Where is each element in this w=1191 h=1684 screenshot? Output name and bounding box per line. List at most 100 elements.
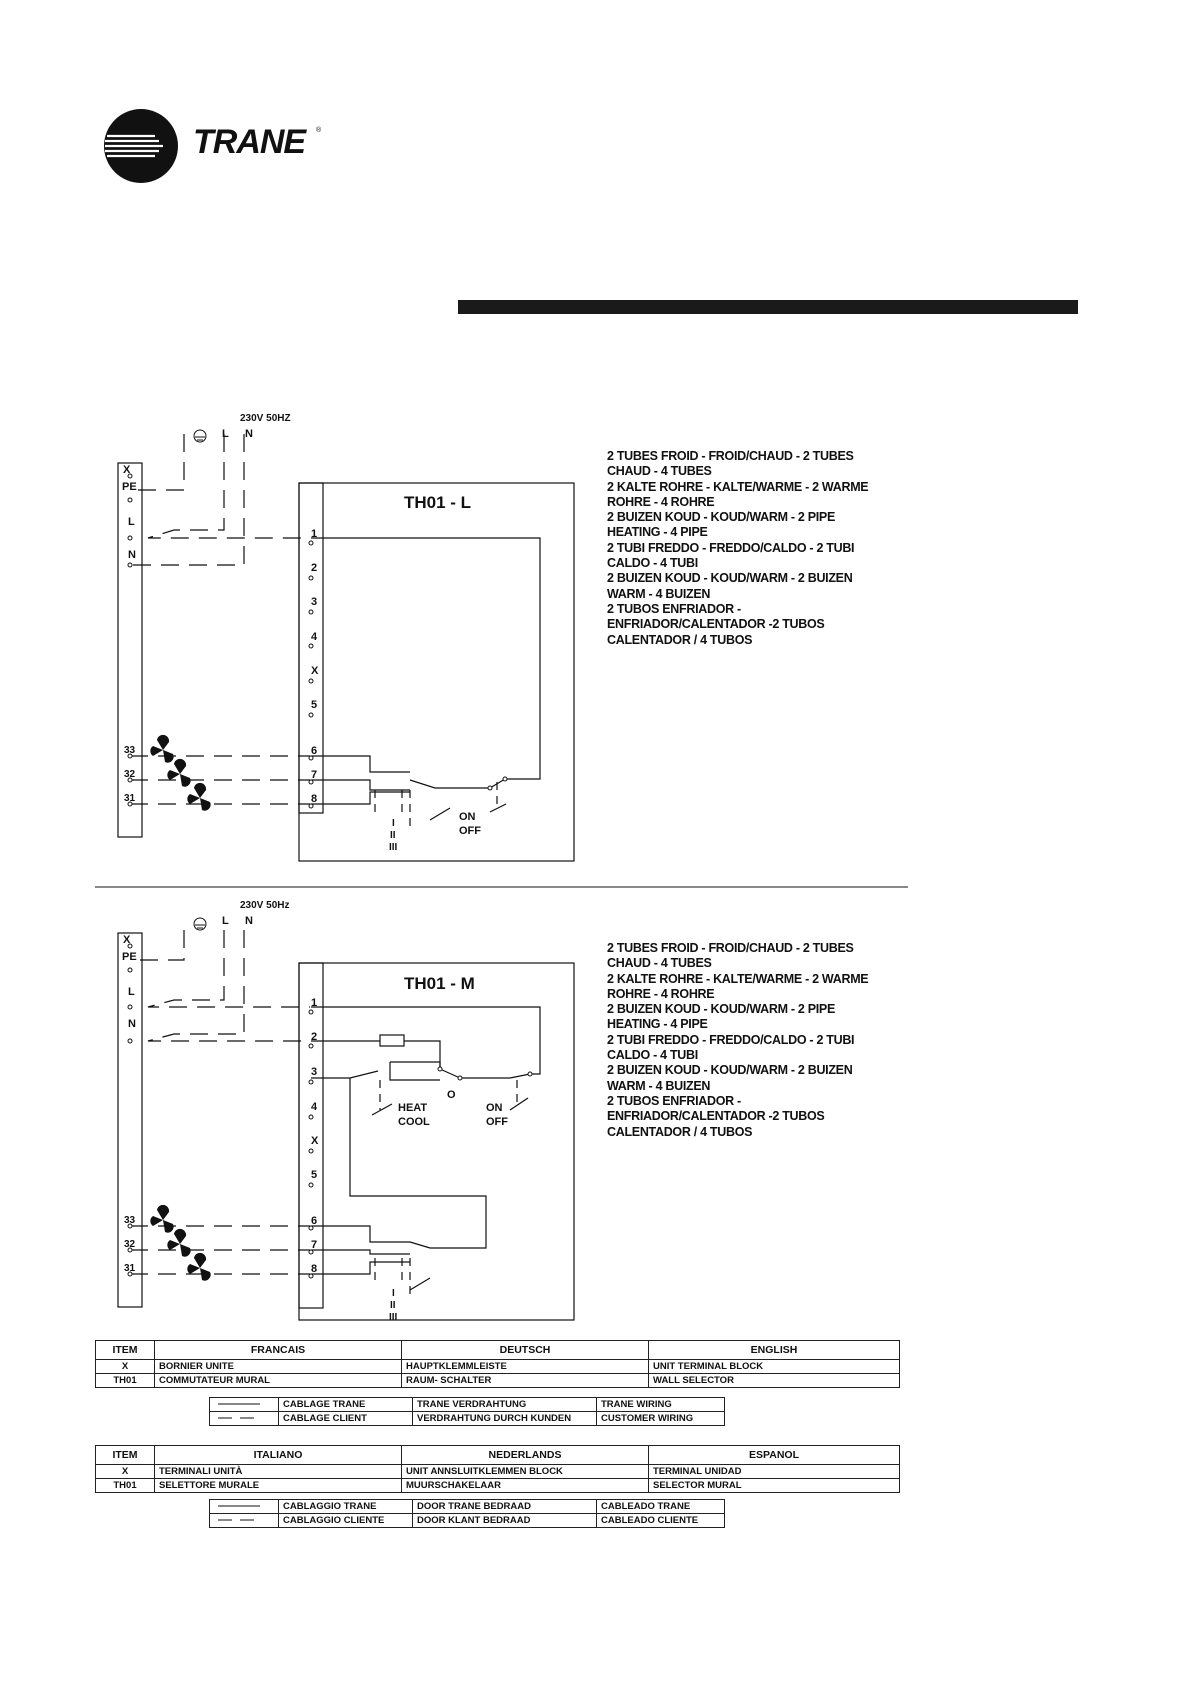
- block-x: X: [123, 464, 131, 476]
- legend-line: CHAUD - 4 TUBES: [607, 464, 712, 479]
- legend-line: 2 KALTE ROHRE - KALTE/WARME - 2 WARME: [607, 479, 869, 494]
- items-table-2: ITEM ITALIANO NEDERLANDS ESPANOL X TERMI…: [95, 1445, 900, 1493]
- legend-line: 2 TUBES FROID - FROID/CHAUD - 2 TUBES: [607, 449, 854, 463]
- unit-terminal-block: [117, 462, 143, 838]
- legend-line: WARM - 4 BUIZEN: [607, 1078, 711, 1093]
- cell: X: [95, 1464, 155, 1479]
- cell: VERDRAHTUNG DURCH KUNDEN: [412, 1411, 597, 1426]
- block-n: N: [128, 549, 136, 561]
- dashed-line-swatch: [209, 1411, 279, 1426]
- legend-line: CALENTADOR / 4 TUBOS: [607, 1124, 753, 1139]
- neutral-wire: [130, 434, 245, 566]
- term-1: 1: [311, 528, 317, 540]
- legend-line: ROHRE - 4 ROHRE: [607, 494, 715, 509]
- table-row: X TERMINALI UNITÀ UNIT ANNSLUITKLEMMEN B…: [95, 1464, 900, 1479]
- cell: UNIT TERMINAL BLOCK: [648, 1359, 900, 1374]
- cell: CABLAGGIO TRANE: [278, 1499, 413, 1514]
- fan-icons-1: [150, 734, 211, 811]
- table-row: TH01 SELETTORE MURALE MUURSCHAKELAAR SEL…: [95, 1478, 900, 1493]
- legend-line: WARM - 4 BUIZEN: [607, 586, 711, 601]
- cell: TH01: [95, 1373, 155, 1388]
- earth-wire: [130, 434, 185, 491]
- cell: DOOR KLANT BEDRAAD: [412, 1513, 597, 1528]
- cell: UNIT ANNSLUITKLEMMEN BLOCK: [401, 1464, 649, 1479]
- speed-i: I: [392, 818, 395, 829]
- switch-off: OFF: [459, 825, 481, 837]
- cell: SELETTORE MURALE: [154, 1478, 402, 1493]
- legend-line: 2 TUBES FROID - FROID/CHAUD - 2 TUBES: [607, 941, 854, 955]
- header-item: ITEM: [95, 1445, 155, 1465]
- dashed-line-swatch: [209, 1513, 279, 1528]
- cell: WALL SELECTOR: [648, 1373, 900, 1388]
- solid-line-swatch: [209, 1499, 279, 1514]
- legend-diagram1: 2 TUBES FROID - FROID/CHAUD - 2 TUBES CH…: [607, 449, 907, 648]
- term-7: 7: [311, 769, 317, 781]
- cell: TERMINAL UNIDAD: [648, 1464, 900, 1479]
- term-x: X: [311, 665, 319, 677]
- table-row: TH01 COMMUTATEUR MURAL RAUM- SCHALTER WA…: [95, 1373, 900, 1388]
- brand-registered-mark: ®: [316, 127, 322, 134]
- solid-line-swatch: [209, 1397, 279, 1412]
- trane-logo-icon: [104, 109, 178, 183]
- supply-label: 230V 50HZ: [240, 413, 291, 424]
- wiring-key-table-1: CABLAGE TRANE TRANE VERDRAHTUNG TRANE WI…: [209, 1397, 725, 1426]
- legend-line: ENFRIADOR/CALENTADOR -2 TUBOS: [607, 1109, 825, 1124]
- legend-line: CALENTADOR / 4 TUBOS: [607, 632, 753, 647]
- legend-line: 2 BUIZEN KOUD - KOUD/WARM - 2 BUIZEN: [607, 1063, 853, 1078]
- cell: CABLAGE TRANE: [278, 1397, 413, 1412]
- cell: CABLAGGIO CLIENTE: [278, 1513, 413, 1528]
- legend-line: HEATING - 4 PIPE: [607, 1017, 708, 1032]
- cell: X: [95, 1359, 155, 1374]
- cell: SELECTOR MURAL: [648, 1478, 900, 1493]
- cell: MUURSCHAKELAAR: [401, 1478, 649, 1493]
- legend-line: 2 BUIZEN KOUD - KOUD/WARM - 2 PIPE: [607, 510, 836, 525]
- speed-ii: II: [390, 830, 396, 841]
- fan-icon-32: [167, 758, 191, 787]
- legend-diagram2: 2 TUBES FROID - FROID/CHAUD - 2 TUBES CH…: [607, 941, 907, 1140]
- table-row: CABLAGGIO CLIENTE DOOR KLANT BEDRAAD CAB…: [209, 1513, 725, 1528]
- table-header-row: ITEM FRANCAIS DEUTSCH ENGLISH: [95, 1340, 900, 1360]
- internal-l-wire: [311, 537, 541, 780]
- header-nederlands: NEDERLANDS: [401, 1445, 649, 1465]
- legend-line: 2 KALTE ROHRE - KALTE/WARME - 2 WARME: [607, 971, 869, 986]
- term-5: 5: [311, 699, 317, 711]
- cell: CABLEADO TRANE: [596, 1499, 725, 1514]
- cell: COMMUTATEUR MURAL: [154, 1373, 402, 1388]
- fan-term-32: 32: [124, 769, 136, 780]
- fan-icon-33: [150, 734, 174, 763]
- live-wire: [147, 434, 310, 539]
- legend-line: 2 TUBI FREDDO - FREDDO/CALDO - 2 TUBI: [607, 1032, 855, 1047]
- term-4: 4: [311, 631, 318, 643]
- header-francais: FRANCAIS: [154, 1340, 402, 1360]
- speed-switch-blade: [409, 779, 436, 789]
- supply-n: N: [245, 428, 253, 440]
- table-row: X BORNIER UNITE HAUPTKLEMMLEISTE UNIT TE…: [95, 1359, 900, 1374]
- table-row: CABLAGE TRANE TRANE VERDRAHTUNG TRANE WI…: [209, 1397, 725, 1412]
- cell: DOOR TRANE BEDRAAD: [412, 1499, 597, 1514]
- cell: BORNIER UNITE: [154, 1359, 402, 1374]
- term-6: 6: [311, 745, 317, 757]
- header-bar: [458, 300, 1078, 314]
- legend-line: 2 BUIZEN KOUD - KOUD/WARM - 2 PIPE: [607, 1002, 836, 1017]
- speed-iii: III: [389, 842, 398, 853]
- header-item: ITEM: [95, 1340, 155, 1360]
- legend-line: CALDO - 4 TUBI: [607, 1048, 698, 1063]
- header-espanol: ESPANOL: [648, 1445, 900, 1465]
- term-3: 3: [311, 596, 317, 608]
- cell: CABLEADO CLIENTE: [596, 1513, 725, 1528]
- table-row: CABLAGE CLIENT VERDRAHTUNG DURCH KUNDEN …: [209, 1411, 725, 1426]
- term-8: 8: [311, 793, 317, 805]
- cell: TRANE VERDRAHTUNG: [412, 1397, 597, 1412]
- legend-line: ENFRIADOR/CALENTADOR -2 TUBOS: [607, 617, 825, 632]
- legend-line: CHAUD - 4 TUBES: [607, 956, 712, 971]
- legend-line: HEATING - 4 PIPE: [607, 525, 708, 540]
- block-l: L: [128, 516, 135, 528]
- switch-on: ON: [459, 811, 476, 823]
- legend-line: 2 TUBI FREDDO - FREDDO/CALDO - 2 TUBI: [607, 540, 855, 555]
- cell: TH01: [95, 1478, 155, 1493]
- items-table-1: ITEM FRANCAIS DEUTSCH ENGLISH X BORNIER …: [95, 1340, 900, 1388]
- header-deutsch: DEUTSCH: [401, 1340, 649, 1360]
- supply-l: L: [222, 428, 229, 440]
- cell: TRANE WIRING: [596, 1397, 725, 1412]
